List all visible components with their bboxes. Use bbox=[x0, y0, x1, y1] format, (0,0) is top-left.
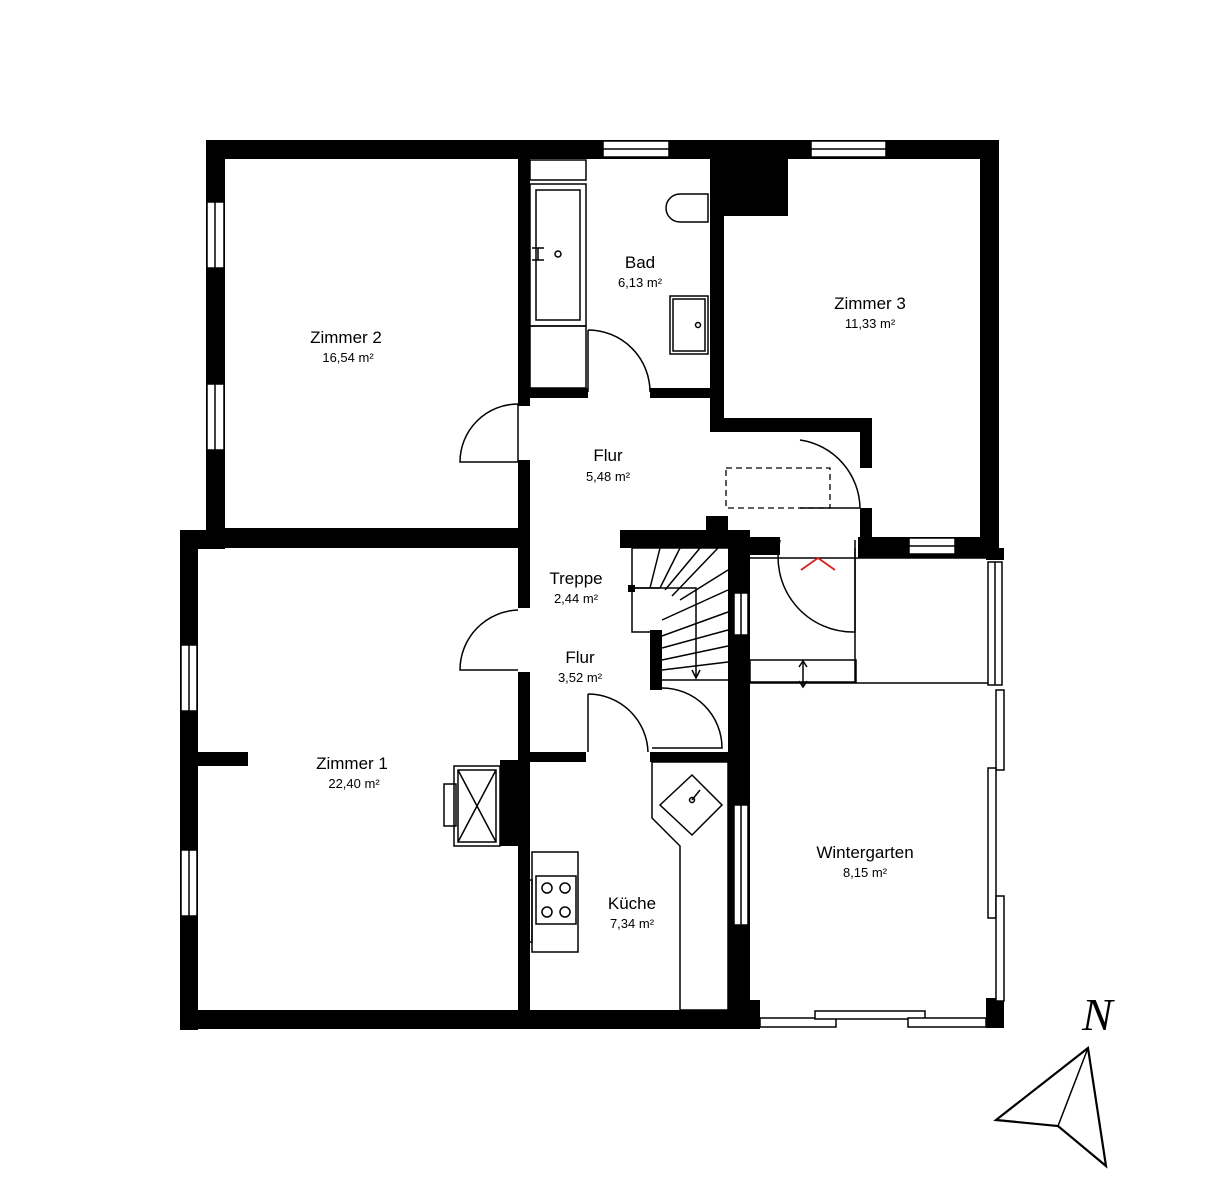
windows bbox=[180, 140, 1005, 1028]
room-bad-name: Bad bbox=[625, 253, 655, 272]
washbasin bbox=[669, 295, 709, 355]
room-zimmer1-name: Zimmer 1 bbox=[316, 754, 388, 773]
interior-walls bbox=[198, 159, 872, 1012]
room-flur-lower-area: 3,52 m² bbox=[558, 670, 603, 685]
wintergarten-walls bbox=[749, 548, 988, 689]
room-zimmer1-area: 22,40 m² bbox=[328, 776, 380, 791]
room-zimmer3-area: 11,33 m² bbox=[845, 316, 896, 331]
attic-hatch bbox=[725, 467, 831, 509]
entrance-marker bbox=[800, 556, 836, 571]
room-treppe-name: Treppe bbox=[549, 569, 602, 588]
staircase bbox=[628, 547, 729, 681]
bathtub bbox=[529, 159, 587, 181]
room-labels: Zimmer 2 16,54 m² Bad 6,13 m² Zimmer 3 1… bbox=[310, 253, 914, 931]
room-flur-upper-area: 5,48 m² bbox=[586, 469, 631, 484]
room-flur-lower-name: Flur bbox=[565, 648, 595, 667]
room-wintergarten-name: Wintergarten bbox=[816, 843, 913, 862]
north-arrow-icon: N bbox=[993, 989, 1115, 1169]
room-zimmer2-name: Zimmer 2 bbox=[310, 328, 382, 347]
compass-label: N bbox=[1081, 989, 1115, 1040]
room-treppe-area: 2,44 m² bbox=[554, 591, 599, 606]
toilet bbox=[665, 193, 709, 223]
room-zimmer2-area: 16,54 m² bbox=[322, 350, 374, 365]
room-zimmer3-name: Zimmer 3 bbox=[834, 294, 906, 313]
doors bbox=[459, 329, 861, 753]
fixtures bbox=[443, 159, 831, 1011]
kitchen-cooktop bbox=[531, 851, 579, 953]
kitchen-sink bbox=[651, 761, 729, 1011]
room-wintergarten-area: 8,15 m² bbox=[843, 865, 888, 880]
stove-zimmer1 bbox=[443, 783, 457, 827]
room-bad-area: 6,13 m² bbox=[618, 275, 663, 290]
room-kueche-area: 7,34 m² bbox=[610, 916, 655, 931]
room-kueche-name: Küche bbox=[608, 894, 656, 913]
room-flur-upper-name: Flur bbox=[593, 446, 623, 465]
